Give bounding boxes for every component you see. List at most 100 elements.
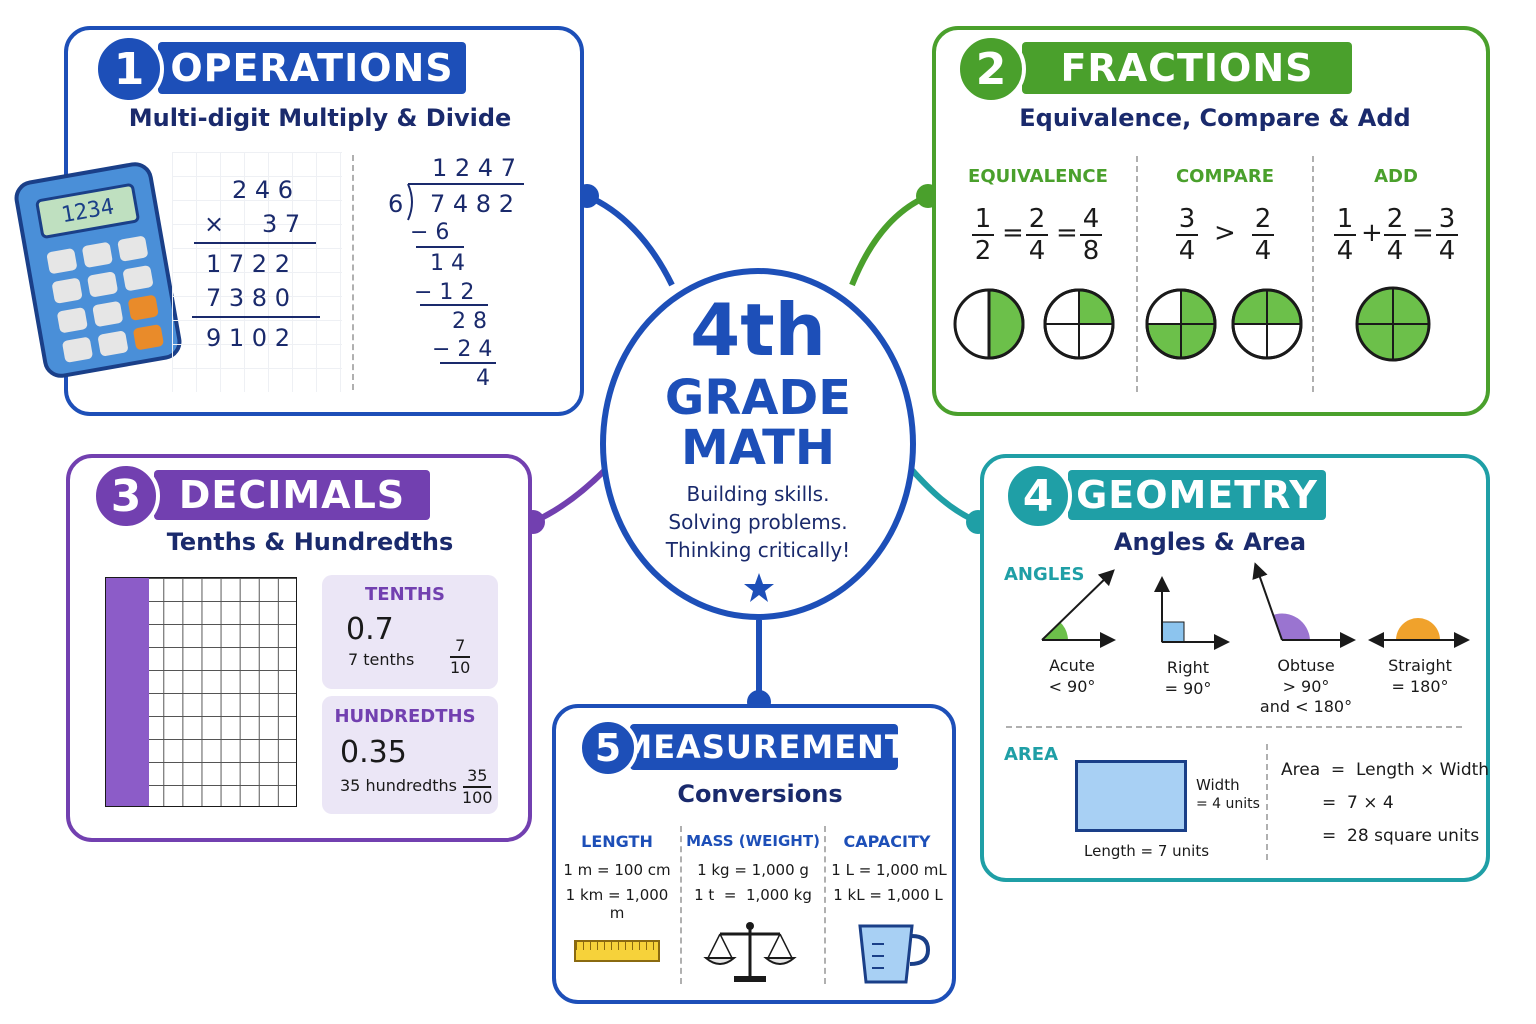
- add-f1-den: 4: [1336, 236, 1354, 266]
- add-f3-den: 4: [1438, 236, 1456, 266]
- compare-f2-den: 4: [1254, 236, 1272, 266]
- center-title-grade: GRADE: [664, 370, 852, 426]
- equiv-f3-num: 4: [1082, 204, 1100, 234]
- star-icon: [744, 573, 774, 602]
- add-f2-den: 4: [1386, 236, 1404, 266]
- obtuse-name: Obtuse: [1277, 656, 1335, 675]
- decimals-subtitle: Tenths & Hundredths: [166, 528, 454, 556]
- area-label: AREA: [1004, 744, 1059, 765]
- compare-operator: >: [1214, 218, 1236, 248]
- area-width-1: Width: [1196, 776, 1240, 794]
- mult-rule-2: [192, 316, 320, 318]
- div-dividend: 7 4 8 2: [430, 190, 514, 218]
- area-rectangle: [1075, 760, 1187, 832]
- geometry-subtitle: Angles & Area: [1113, 528, 1307, 556]
- fractions-badge: 2: [956, 34, 1026, 104]
- compare-f1-den: 4: [1178, 236, 1196, 266]
- capacity-line-2: 1 kL = 1,000 L: [833, 886, 943, 904]
- measurement-subtitle: Conversions: [677, 780, 843, 808]
- acute-measure: < 90°: [1048, 677, 1096, 696]
- hundredths-words: 35 hundredths: [340, 776, 457, 795]
- straight-measure: = 180°: [1391, 677, 1449, 696]
- mult-bottom: 3 7: [262, 210, 301, 238]
- hundredths-num: 35: [467, 766, 488, 785]
- multiplication-grid: [172, 152, 342, 392]
- length-line-2: 1 km = 1,000 m: [565, 886, 669, 922]
- straight-angle: [1368, 618, 1470, 648]
- circle-one-half: [953, 288, 1025, 360]
- equiv-f1-num: 1: [974, 204, 992, 234]
- tenths-label: TENTHS: [365, 584, 445, 605]
- mass-line-2: 1 t = 1,000 kg: [694, 886, 812, 904]
- measurement-badge: 5: [578, 718, 638, 778]
- compare-f1-num: 3: [1178, 204, 1196, 234]
- operations-banner: OPERATIONS: [158, 42, 466, 94]
- circle-two-fourths: [1043, 288, 1115, 360]
- capacity-label: CAPACITY: [843, 832, 931, 851]
- fractions-divider-1: [1136, 156, 1138, 392]
- add-equals: =: [1412, 218, 1434, 248]
- tenths-words: 7 tenths: [348, 650, 415, 669]
- div-remainder-2: 2 8: [452, 309, 487, 334]
- equiv-f2-num: 2: [1028, 204, 1046, 234]
- compare-label: COMPARE: [1175, 166, 1275, 187]
- div-step-3: − 2 4: [432, 337, 493, 362]
- add-f2-num: 2: [1386, 204, 1404, 234]
- right-angle: [1154, 576, 1230, 650]
- circle-three-fourths: [1145, 288, 1217, 360]
- div-rule-1: [416, 246, 464, 248]
- geometry-divider-v: [1266, 744, 1268, 860]
- mass-label: MASS (WEIGHT): [686, 832, 820, 850]
- obtuse-measure: > 90°: [1282, 677, 1330, 696]
- mult-partial-1: 1 7 2 2: [206, 250, 290, 278]
- tenths-card: [322, 575, 498, 689]
- equiv-eq-2: =: [1056, 218, 1078, 248]
- compare-f2-num: 2: [1254, 204, 1272, 234]
- angles-label: ANGLES: [1004, 564, 1085, 585]
- measuring-cup-icon: [858, 924, 931, 984]
- div-quotient: 1 2 4 7: [432, 154, 516, 182]
- center-title-number: 4th: [690, 288, 826, 372]
- acute-name: Acute: [1049, 656, 1095, 675]
- equiv-f1-den: 2: [974, 236, 992, 266]
- mass-line-1: 1 kg = 1,000 g: [697, 861, 809, 879]
- mult-operator: ×: [204, 210, 225, 238]
- decimals-banner: DECIMALS: [154, 470, 430, 520]
- decimals-badge: 3: [92, 462, 160, 530]
- div-final-remainder: 4: [476, 366, 490, 391]
- fractions-subtitle: Equivalence, Compare & Add: [1019, 104, 1411, 132]
- operations-divider: [352, 155, 354, 390]
- div-rule-3: [440, 362, 496, 364]
- tenths-value: 0.7: [346, 612, 394, 647]
- equiv-f2-den: 4: [1028, 236, 1046, 266]
- hundred-grid: [105, 577, 297, 807]
- geometry-divider-h: [1006, 726, 1462, 728]
- hundredths-card: [322, 696, 498, 814]
- fractions-banner: FRACTIONS: [1022, 42, 1352, 94]
- add-f3-num: 3: [1438, 204, 1456, 234]
- right-name: Right: [1166, 658, 1210, 677]
- equivalence-label: EQUIVALENCE: [968, 166, 1108, 187]
- mult-partial-2: 7 3 8 0: [206, 284, 290, 312]
- area-width-2: = 4 units: [1196, 796, 1260, 812]
- capacity-line-1: 1 L = 1,000 mL: [831, 861, 947, 879]
- circle-two-fourths-compare: [1231, 288, 1303, 360]
- obtuse-angle: [1252, 562, 1356, 648]
- acute-angle: [1041, 569, 1116, 648]
- right-measure: = 90°: [1164, 679, 1212, 698]
- div-step-2: − 1 2: [414, 280, 475, 305]
- mult-top: 2 4 6: [232, 176, 294, 204]
- fractions-divider-2: [1312, 156, 1314, 392]
- center-title-math: MATH: [680, 420, 836, 476]
- length-line-1: 1 m = 100 cm: [563, 861, 671, 879]
- straight-name: Straight: [1388, 656, 1452, 675]
- div-divisor: 6: [388, 190, 404, 218]
- div-remainder-1: 1 4: [430, 251, 465, 276]
